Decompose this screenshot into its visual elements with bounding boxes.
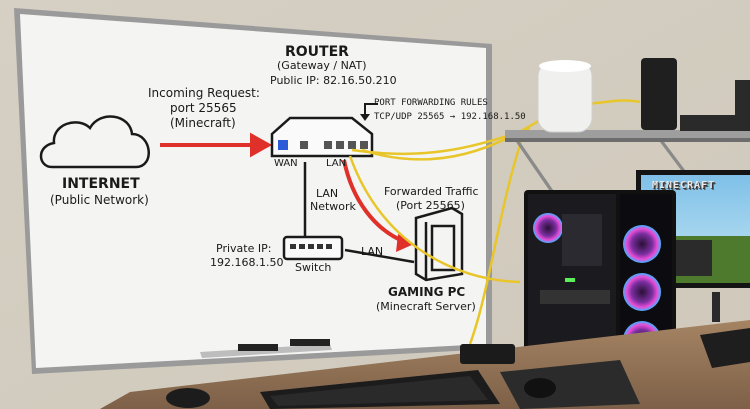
gaming-pc-subtitle: (Minecraft Server): [376, 300, 476, 313]
rule-pointer: [364, 103, 378, 115]
internet-title: INTERNET: [62, 176, 140, 192]
private-ip-line2: 192.168.1.50: [210, 256, 284, 269]
lan-network-line1: LAN: [316, 187, 339, 200]
lan-link-label: LAN: [361, 245, 384, 258]
internet-subtitle: (Public Network): [50, 193, 149, 207]
whiteboard: [14, 8, 492, 374]
forwarded-traffic-line2: (Port 25565): [396, 199, 465, 212]
incoming-request-line1: Incoming Request:: [148, 86, 260, 100]
network-box: [680, 115, 750, 131]
gaming-pc-title: GAMING PC: [388, 285, 466, 299]
monitor: [636, 170, 750, 322]
pc-tower-icon: [414, 206, 464, 282]
port-forwarding-title: PORT FORWARDING RULES: [374, 98, 488, 108]
forward-arrow: [342, 159, 406, 244]
router-icon: [270, 116, 374, 158]
incoming-request-line3: (Minecraft): [170, 116, 236, 130]
desk-speaker: [166, 388, 210, 408]
cloud-icon: [39, 115, 150, 169]
switch-pc-line: [344, 248, 415, 264]
rgb-fan-icon: [623, 273, 661, 311]
private-ip-line1: Private IP:: [216, 242, 272, 255]
minecraft-logo: MINECRAFT: [652, 180, 716, 191]
router-subtitle: (Gateway / NAT): [277, 59, 367, 72]
switch-label: Switch: [295, 261, 332, 274]
port-forwarding-rule: TCP/UDP 25565 → 192.168.1.50: [374, 112, 526, 122]
small-device: [460, 344, 515, 364]
rgb-fan-icon: [623, 225, 661, 263]
power-icon: [278, 140, 288, 150]
router-title: ROUTER: [285, 44, 349, 60]
forwarded-traffic-line1: Forwarded Traffic: [384, 185, 479, 198]
public-ip: Public IP: 82.16.50.210: [270, 74, 397, 87]
second-keyboard: [700, 328, 750, 368]
incoming-request-line2: port 25565: [170, 101, 237, 115]
keyboard: [260, 370, 500, 409]
marker: [290, 339, 330, 346]
mesh-router: [537, 60, 593, 133]
incoming-arrow: [160, 132, 273, 158]
rgb-fan-icon: [533, 213, 563, 243]
wan-label: WAN: [274, 158, 298, 169]
switch-icon: [282, 235, 344, 261]
mouse: [524, 378, 556, 398]
marker: [238, 344, 278, 351]
lan-label: LAN: [326, 158, 347, 169]
ethernet-cables: [348, 98, 641, 345]
black-router: [641, 58, 677, 130]
lan-network-line2: Network: [310, 200, 356, 213]
